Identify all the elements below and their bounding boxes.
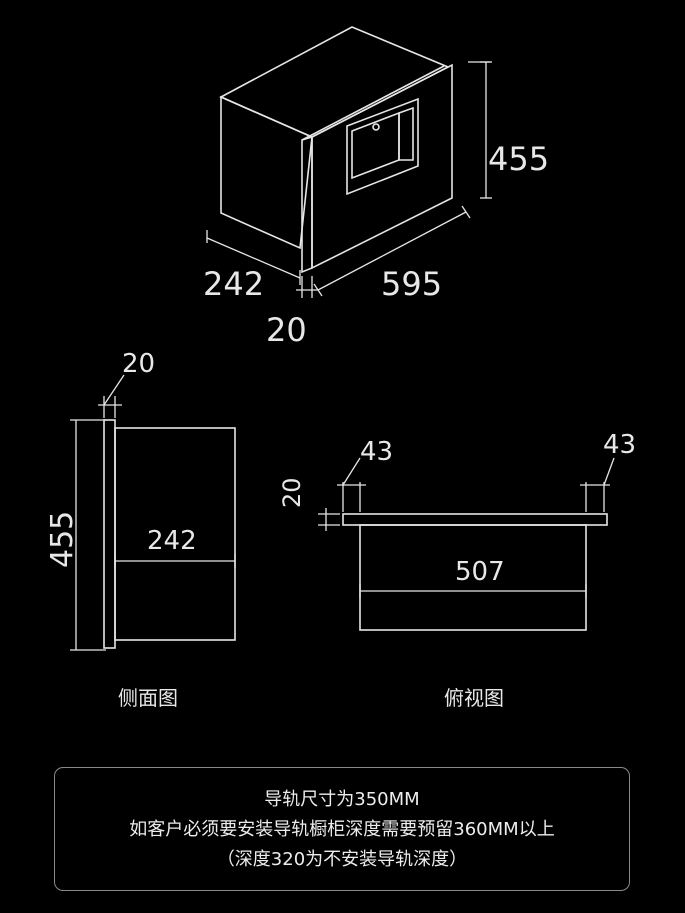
top-panel-label: 20 xyxy=(278,477,306,508)
iso-panel-label: 20 xyxy=(266,311,307,349)
side-body xyxy=(114,427,236,641)
note-line-rail-size: 导轨尺寸为350MM xyxy=(264,789,420,810)
iso-width-label: 595 xyxy=(381,265,442,303)
iso-dimension-lines xyxy=(206,61,492,298)
side-height-label: 455 xyxy=(45,511,80,568)
top-rail-right-label: 43 xyxy=(603,430,636,460)
note-line-no-rail-depth: （深度320为不安装导轨深度） xyxy=(216,849,468,870)
top-front-panel xyxy=(342,513,608,526)
top-view-drawing xyxy=(318,457,615,631)
iso-height-label: 455 xyxy=(488,140,549,178)
iso-side-face xyxy=(220,95,313,250)
note-line-cabinet-depth: 如客户必须要安装导轨橱柜深度需要预留360MM以上 xyxy=(129,819,555,840)
iso-window-recess xyxy=(398,106,414,161)
top-body xyxy=(359,524,587,631)
side-view-drawing xyxy=(70,374,236,651)
iso-depth-label: 242 xyxy=(203,265,264,303)
top-rail-left-label: 43 xyxy=(360,437,393,467)
top-view-caption: 俯视图 xyxy=(444,686,504,710)
side-depth-label: 242 xyxy=(147,526,197,556)
iso-front-panel-edge xyxy=(301,135,313,274)
side-panel-label: 20 xyxy=(122,349,155,379)
side-view-caption: 侧面图 xyxy=(118,686,178,710)
iso-appliance xyxy=(219,26,453,274)
iso-window-inner xyxy=(351,111,400,180)
side-front-panel xyxy=(103,419,116,649)
top-width-label: 507 xyxy=(455,557,505,587)
iso-handle xyxy=(372,123,380,131)
installation-note-box: 导轨尺寸为350MM 如客户必须要安装导轨橱柜深度需要预留360MM以上 （深度… xyxy=(54,767,630,891)
iso-window-outer xyxy=(346,97,419,196)
